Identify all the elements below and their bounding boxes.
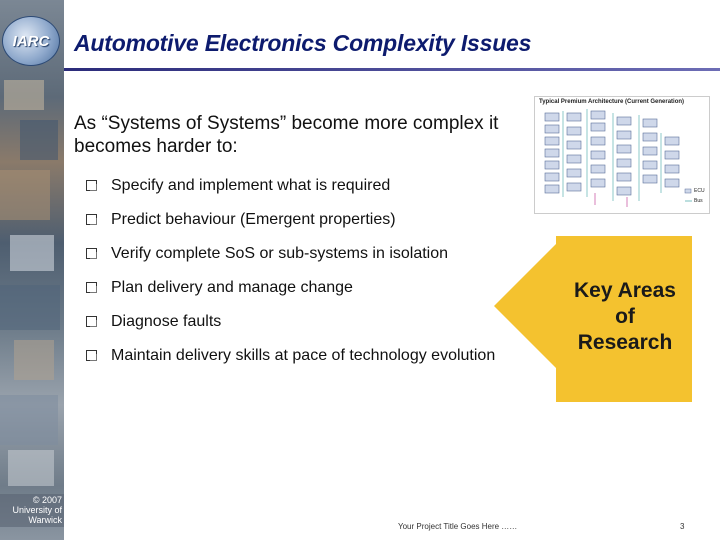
checkbox-bullet-icon [86,248,97,259]
legend-bus: Bus [694,198,703,204]
title-divider [64,68,720,71]
page-number: 3 [680,522,685,531]
bullet-item: Predict behaviour (Emergent properties) [86,210,506,229]
bullet-text: Maintain delivery skills at pace of tech… [111,347,496,364]
diagram-title: Typical Premium Architecture (Current Ge… [539,99,685,105]
architecture-diagram-graphic [544,109,692,207]
bullet-text: Plan delivery and manage change [111,279,353,296]
bullet-item: Plan delivery and manage change [86,278,506,297]
bullet-item: Diagnose faults [86,312,506,331]
bullet-item: Maintain delivery skills at pace of tech… [86,346,506,365]
copyright-line: Warwick [28,515,62,525]
bullet-text: Specify and implement what is required [111,177,391,194]
copyright-notice: © 2007 University of Warwick [0,494,64,527]
key-areas-line: Research [577,331,673,354]
key-areas-line: Key Areas [574,279,676,302]
logo-text: IARC [12,32,50,50]
sidebar-photo-strip: IARC © 2007 University of Warwick [0,0,64,540]
iarc-logo: IARC [2,16,60,66]
intro-text: As “Systems of Systems” become more comp… [74,113,499,157]
key-areas-arrow [494,236,692,402]
bullet-list: Specify and implement what is required P… [86,176,506,365]
copyright-line: University of [12,505,62,515]
slide-title: Automotive Electronics Complexity Issues [74,30,532,56]
checkbox-bullet-icon [86,316,97,327]
key-areas-line: of [615,305,635,328]
legend-ecu: ECU [694,188,705,194]
bullet-item: Verify complete SoS or sub-systems in is… [86,244,451,263]
bullet-text: Verify complete SoS or sub-systems in is… [111,245,449,262]
checkbox-bullet-icon [86,350,97,361]
architecture-diagram: Typical Premium Architecture (Current Ge… [534,96,710,214]
key-areas-label: Key Areas of Research [562,278,688,356]
checkbox-bullet-icon [86,214,97,225]
copyright-line: © 2007 [32,495,62,505]
checkbox-bullet-icon [86,180,97,191]
bullet-text: Predict behaviour (Emergent properties) [111,211,396,228]
bullet-text: Diagnose faults [111,313,222,330]
footer-project-title: Your Project Title Goes Here …… [398,522,518,531]
bullet-item: Specify and implement what is required [86,176,506,195]
checkbox-bullet-icon [86,282,97,293]
